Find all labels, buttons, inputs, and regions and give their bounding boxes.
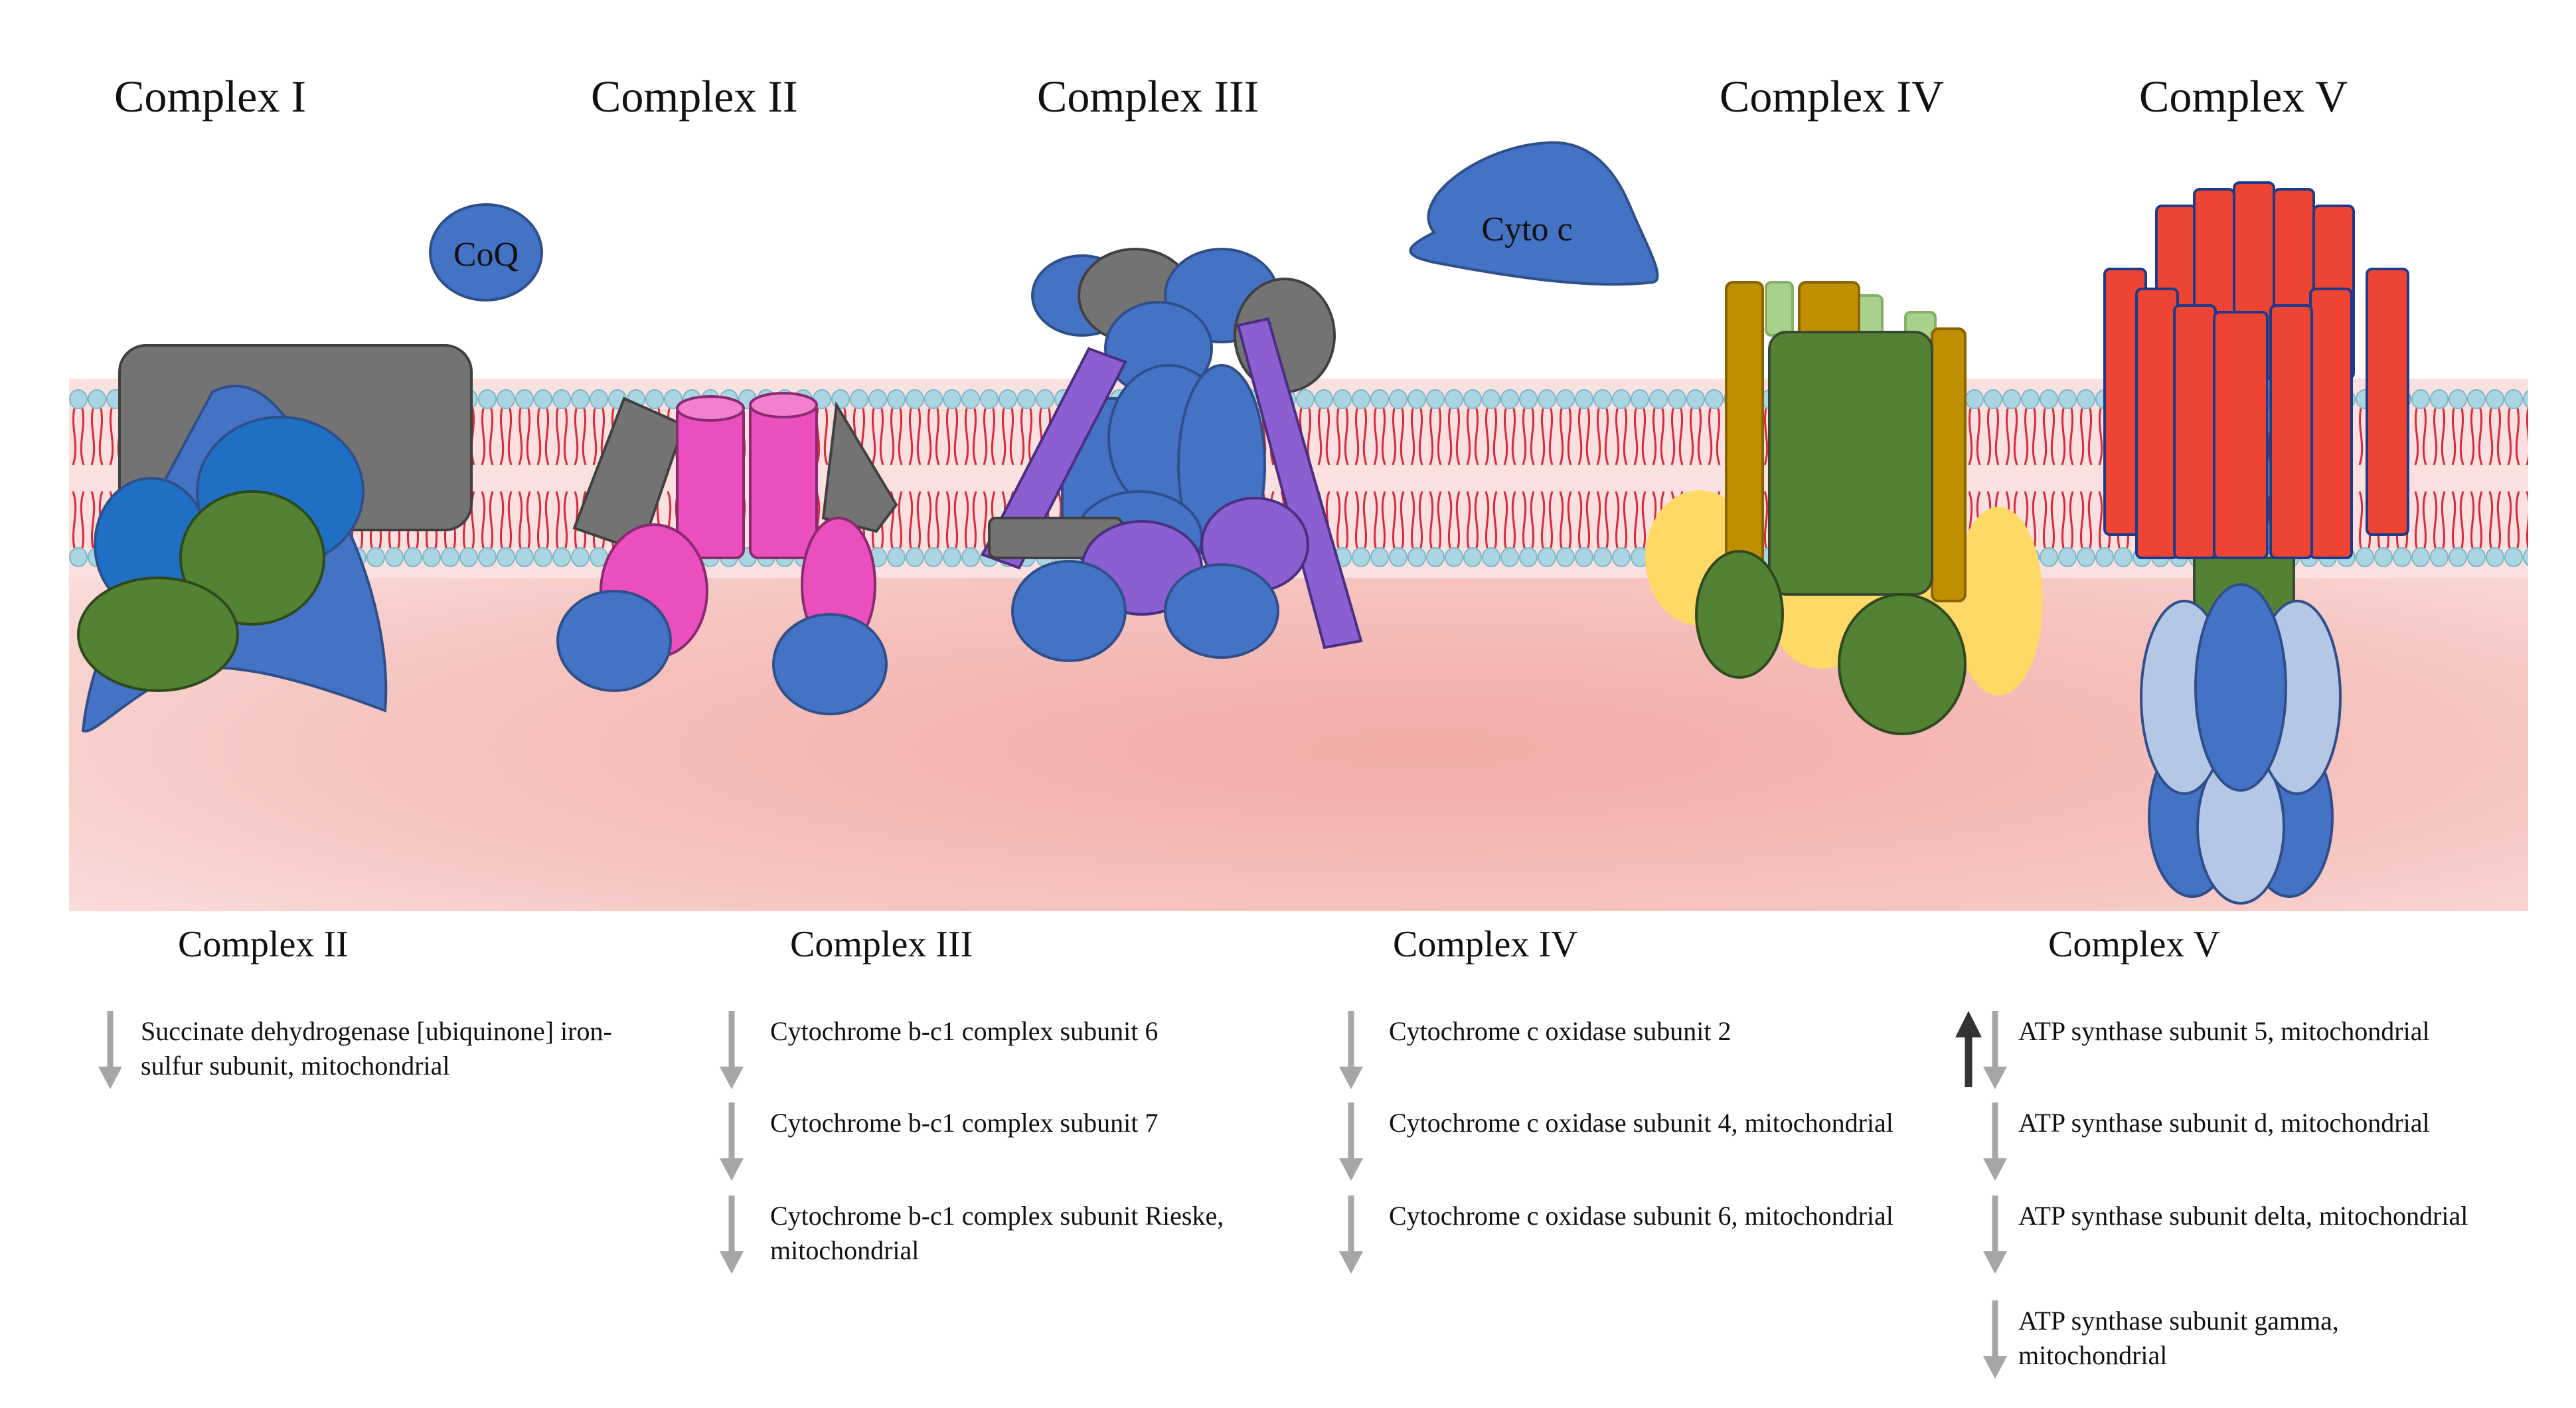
- coq-label: CoQ: [453, 236, 519, 274]
- subunit-label: ATP synthase subunit gamma,: [2018, 1306, 2339, 1336]
- complex-i-shape: [77, 344, 473, 733]
- subunit-label: Cytochrome c oxidase subunit 6, mitochon…: [1389, 1201, 1893, 1231]
- subunit-label: Cytochrome b-c1 complex subunit Rieske,: [770, 1201, 1224, 1231]
- subunit-label: Cytochrome c oxidase subunit 2: [1389, 1016, 1731, 1046]
- column-title: Complex II: [178, 924, 349, 965]
- cyto-c-label: Cyto c: [1481, 211, 1572, 248]
- subunit-label: mitochondrial: [2018, 1340, 2167, 1370]
- subunit-label: ATP synthase subunit d, mitochondrial: [2018, 1108, 2430, 1138]
- arrow-down-icon: [720, 1011, 744, 1089]
- arrow-down-icon: [1983, 1300, 2007, 1379]
- complex-ii-shape: [556, 392, 898, 715]
- arrow-up-icon: [1955, 1011, 1982, 1087]
- complex-iii-shape: [981, 248, 1363, 662]
- column-title: Complex V: [2048, 924, 2220, 965]
- subunit-label: Cytochrome b-c1 complex subunit 7: [770, 1108, 1158, 1138]
- column-title: Complex III: [790, 924, 973, 965]
- arrow-down-icon: [98, 1011, 122, 1089]
- complex-iv-shape: [1645, 281, 2043, 735]
- subunit-label: Succinate dehydrogenase [ubiquinone] iro…: [141, 1016, 612, 1046]
- header-title: Complex II: [591, 71, 798, 122]
- arrow-down-icon: [720, 1195, 744, 1274]
- column-title: Complex IV: [1393, 924, 1577, 965]
- subunit-label: ATP synthase subunit 5, mitochondrial: [2018, 1016, 2430, 1046]
- cyto-c-shape: [1409, 141, 1659, 286]
- subunit-columns: Complex II Succinate dehydrogenase [ubiqu…: [98, 924, 2468, 1379]
- header-title: Complex III: [1037, 71, 1259, 122]
- header-title: Complex V: [2139, 71, 2348, 122]
- subunit-label: Cytochrome b-c1 complex subunit 6: [770, 1016, 1158, 1046]
- coq-shape: [429, 203, 543, 302]
- header-titles: Complex I Complex II Complex III Complex IV…: [114, 71, 2348, 122]
- header-title: Complex I: [114, 71, 306, 122]
- subunit-label: mitochondrial: [770, 1235, 919, 1265]
- inline-labels: CoQ Cyto c: [453, 211, 1573, 274]
- arrow-down-icon: [1983, 1102, 2007, 1181]
- arrow-down-icon: [1339, 1102, 1363, 1181]
- subunit-label: sulfur subunit, mitochondrial: [141, 1051, 450, 1081]
- header-title: Complex IV: [1720, 71, 1944, 122]
- subunit-label: Cytochrome c oxidase subunit 4, mitochon…: [1389, 1108, 1893, 1138]
- arrow-down-icon: [1983, 1195, 2007, 1274]
- arrow-down-icon: [1339, 1195, 1363, 1274]
- arrow-down-icon: [1983, 1011, 2007, 1089]
- complex-v-shape: [2103, 181, 2409, 905]
- arrow-down-icon: [1339, 1011, 1363, 1089]
- arrow-down-icon: [720, 1102, 744, 1181]
- subunit-label: ATP synthase subunit delta, mitochondria…: [2018, 1201, 2468, 1231]
